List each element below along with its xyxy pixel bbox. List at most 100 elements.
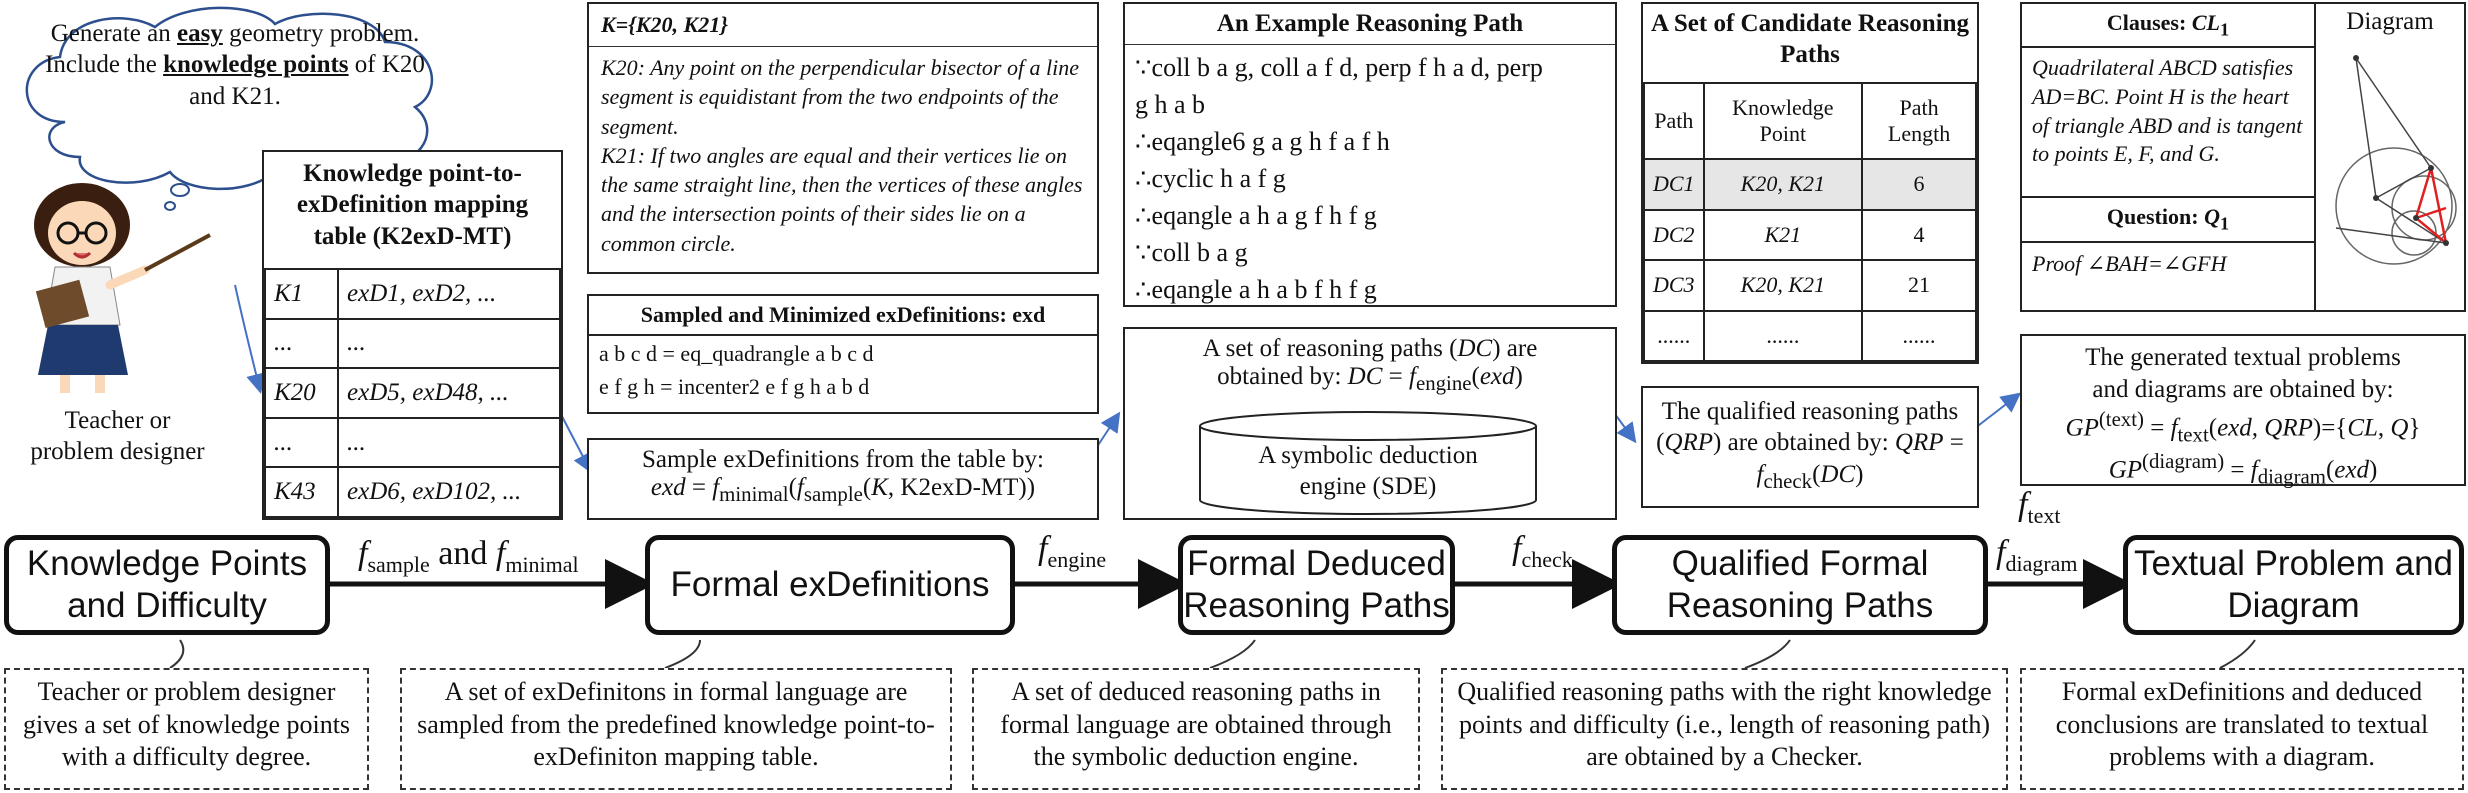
candidate-row: .................. (1643, 309, 1977, 362)
candidate-length-cell: 21 (1861, 259, 1977, 312)
description-deduced-paths: A set of deduced reasoning paths in form… (972, 668, 1420, 790)
arrow-label-engine: fengine (1038, 530, 1107, 572)
candidate-kp-cell: K20, K21 (1702, 259, 1864, 312)
generated-line-1: The generated textual problems (2085, 344, 2401, 371)
arrow-label-diagram: fdiagram (1996, 534, 2078, 576)
engine-text-2: obtained by: DC = fengine(exd) (1217, 363, 1523, 395)
thought-bubble-shape (25, 6, 433, 211)
diagram-box: Diagram (2314, 2, 2466, 312)
example-path-title: An Example Reasoning Path (1216, 10, 1524, 37)
col-path: Path (1643, 82, 1705, 160)
k2exd-table: Knowledge point-to-exDefinition mapping … (262, 150, 563, 520)
k21-definition: K21: If two angles are equal and their v… (601, 142, 1083, 256)
sampled-exdefinitions-box: Sampled and Minimized exDefinitions: exd… (587, 294, 1099, 414)
sample-line-1: Sample exDefinitions from the table by: (642, 446, 1044, 473)
knowledge-points-box: K={K20, K21} K20: Any point on the perpe… (587, 2, 1099, 274)
stage-knowledge-points: Knowledge Points and Difficulty (4, 535, 330, 635)
stage-deduced-paths: Formal Deduced Reasoning Paths (1178, 535, 1455, 635)
question-text: Proof ∠BAH=∠GFH (2032, 250, 2227, 276)
candidate-path-cell: DC3 (1643, 259, 1705, 312)
description-textual-problem: Formal exDefinitions and deduced conclus… (2020, 668, 2464, 790)
stage-formal-exdefinitions: Formal exDefinitions (645, 535, 1015, 635)
candidate-path-cell: DC2 (1643, 208, 1705, 261)
teacher-caption: Teacher or problem designer (30, 407, 205, 466)
generated-line-3: GP(text) = ftext(exd, QRP)={CL, Q} (2065, 407, 2421, 447)
k2exd-knowledge-cell: K1 (264, 268, 339, 320)
example-path-line: g h a b (1135, 90, 1206, 119)
example-path-lines: ∵coll b a g, coll a f d, perp f h a d, p… (1135, 49, 1605, 308)
arrow-label-sample-minimal: fsample and fminimal (358, 535, 579, 577)
k2exd-exd-cell: exD1, exD2, ... (337, 268, 561, 320)
qualified-paths-box: The qualified reasoning paths (QRP) are … (1641, 386, 1979, 508)
k2exd-row: ...... (264, 317, 561, 370)
candidate-path-cell: ...... (1643, 309, 1705, 362)
col-knowledge-point: Knowledge Point (1702, 82, 1864, 160)
sampled-header: Sampled and Minimized exDefinitions: exd (589, 296, 1097, 336)
candidate-length-cell: ...... (1861, 309, 1977, 362)
sde-label: A symbolic deduction engine (SDE) (1258, 442, 1478, 501)
clauses-box: Clauses: CL1 Quadrilateral ABCD satisfie… (2020, 2, 2316, 312)
example-path-line: ∴eqangle6 g a g h f a f h (1135, 127, 1390, 156)
k2exd-knowledge-cell: K20 (264, 367, 339, 419)
question-header: Question: Q1 (2022, 198, 2314, 243)
k2exd-exd-cell: exD6, exD102, ... (337, 466, 561, 518)
stage-qualified-paths: Qualified Formal Reasoning Paths (1612, 535, 1988, 635)
example-path-line: ∴eqangle a h a g f h f g (1135, 201, 1377, 230)
col-path-length: Path Length (1861, 82, 1977, 160)
example-path-line: ∴cyclic h a f g (1135, 164, 1286, 193)
arrow-label-text: ftext (2018, 486, 2061, 528)
clauses-header: Clauses: CL1 (2022, 4, 2314, 49)
generated-line-4: GP(diagram) = fdiagram(exd) (2108, 448, 2378, 489)
k2exd-exd-cell: exD5, exD48, ... (337, 367, 561, 419)
sde-cylinder (1199, 411, 1537, 515)
k2exd-exd-cell: ... (337, 416, 561, 469)
sampled-line-2: e f g h = incenter2 e f g h a b d (599, 373, 870, 399)
clauses-text: Quadrilateral ABCD satisfies AD=BC. Poin… (2022, 48, 2314, 199)
geometry-diagram (2335, 55, 2457, 265)
k2exd-exd-cell: ... (337, 317, 561, 370)
example-path-line: ∴eqangle a h a b f h f g (1135, 275, 1377, 304)
arrow-label-check: fcheck (1512, 530, 1573, 572)
description-knowledge-points: Teacher or problem designer gives a set … (4, 668, 369, 790)
description-qualified-paths: Qualified reasoning paths with the right… (1441, 668, 2008, 790)
thought-bubble-text: Generate an easy geometry problem. Inclu… (45, 20, 425, 110)
example-path-line: ∵coll b a g, coll a f d, perp f h a d, p… (1135, 53, 1543, 82)
candidate-kp-cell: K20, K21 (1702, 158, 1864, 211)
k20-definition: K20: Any point on the perpendicular bise… (601, 55, 1080, 139)
candidate-paths-box: A Set of Candidate Reasoning Paths Path … (1641, 2, 1979, 364)
k2exd-knowledge-cell: K43 (264, 466, 339, 518)
description-exdefinitions: A set of exDefinitons in formal language… (400, 668, 952, 790)
candidate-length-cell: 4 (1861, 208, 1977, 261)
knowledge-set-header: K={K20, K21} (601, 12, 728, 37)
k2exd-table-title: Knowledge point-to-exDefinition mapping … (296, 160, 529, 250)
example-path-line: ∵coll b a g (1135, 238, 1248, 267)
candidate-length-cell: 6 (1861, 158, 1977, 211)
candidate-kp-cell: K21 (1702, 208, 1864, 261)
sampled-line-1: a b c d = eq_quadrangle a b c d (599, 341, 874, 366)
stage-textual-problem: Textual Problem and Diagram (2123, 535, 2464, 635)
candidate-path-cell: DC1 (1643, 158, 1705, 211)
sample-line-2: exd = fminimal(fsample(K, K2exD-MT)) (650, 474, 1036, 506)
example-reasoning-path-box: An Example Reasoning Path ∵coll b a g, c… (1123, 2, 1617, 307)
diagram-label: Diagram (2346, 8, 2434, 35)
candidate-kp-cell: ...... (1702, 309, 1864, 362)
k2exd-row: ...... (264, 416, 561, 469)
k2exd-knowledge-cell: ... (264, 416, 339, 469)
sample-function-box: Sample exDefinitions from the table by: … (587, 438, 1099, 520)
generated-problems-box: The generated textual problems and diagr… (2020, 334, 2466, 488)
k2exd-knowledge-cell: ... (264, 317, 339, 370)
generated-line-2: and diagrams are obtained by: (2092, 376, 2394, 403)
teacher-to-table-arrow (234, 284, 266, 394)
teacher-illustration (34, 183, 211, 393)
engine-text-1: A set of reasoning paths (DC) are (1202, 335, 1538, 362)
candidate-paths-title: A Set of Candidate Reasoning Paths (1650, 10, 1970, 69)
